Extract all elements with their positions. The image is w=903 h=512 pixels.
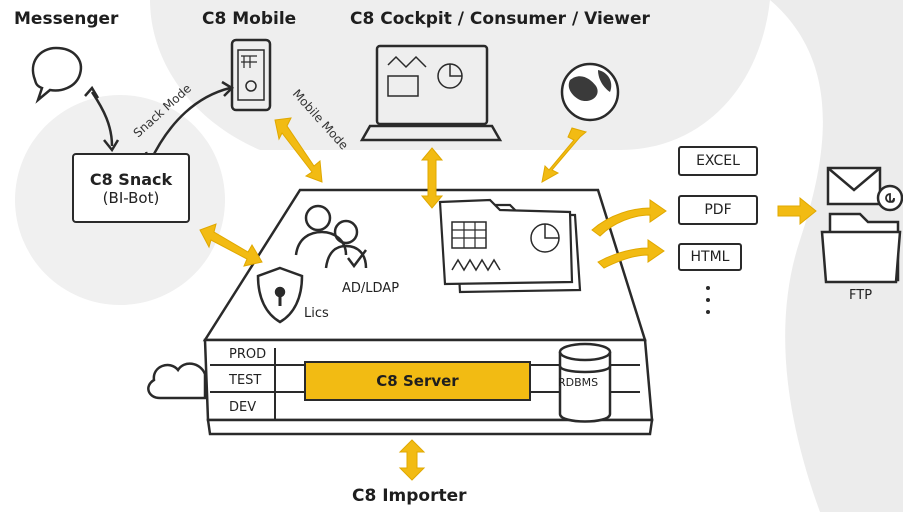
snack-platform-arrow <box>199 223 263 267</box>
server-bar <box>304 361 531 401</box>
importer-arrow <box>398 439 426 481</box>
shield-icon <box>256 266 304 324</box>
export-html-box: HTML <box>678 243 742 271</box>
export-pdf-arrow <box>591 199 667 237</box>
export-html-arrow <box>597 239 665 269</box>
snack-box: C8 Snack (BI-Bot) <box>72 153 190 223</box>
messenger-heading: Messenger <box>14 9 119 29</box>
server-label: C8 Server <box>376 372 459 390</box>
database-icon <box>558 342 612 423</box>
cloud-icon <box>147 362 207 400</box>
yellow-arrows <box>199 117 817 481</box>
env-prod-label: PROD <box>229 347 267 362</box>
globe-icon <box>560 62 620 122</box>
report-folder-icon <box>438 198 582 294</box>
adldap-label: AD/LDAP <box>342 281 400 296</box>
lics-label: Lics <box>304 306 329 321</box>
mobile-platform-arrow <box>274 117 323 183</box>
messenger-snack-arrow <box>84 85 120 153</box>
delivery-arrow <box>777 196 817 226</box>
mobile-phone-icon <box>230 38 272 112</box>
export-pdf-box: PDF <box>678 195 758 225</box>
users-icon <box>294 204 368 269</box>
messenger-bubble-icon <box>31 46 83 104</box>
snack-title: C8 Snack <box>89 169 173 189</box>
cockpit-heading: C8 Cockpit / Consumer / Viewer <box>350 9 650 29</box>
snack-subtitle: (BI-Bot) <box>102 188 160 207</box>
ftp-folder-icon <box>820 212 902 284</box>
env-dev-label: DEV <box>229 400 257 415</box>
env-test-label: TEST <box>229 373 262 388</box>
laptop-platform-arrow <box>420 147 444 209</box>
envelope-icon <box>826 166 903 212</box>
laptop-icon <box>359 44 503 142</box>
importer-heading: C8 Importer <box>352 486 467 506</box>
globe-platform-arrow <box>541 127 588 183</box>
rdbms-label: RDBMS <box>558 376 599 389</box>
mobile-heading: C8 Mobile <box>202 9 297 29</box>
export-excel-box: EXCEL <box>678 146 758 176</box>
background-shape-top <box>150 0 770 150</box>
ellipsis-dots <box>706 286 710 314</box>
ftp-label: FTP <box>849 288 873 303</box>
